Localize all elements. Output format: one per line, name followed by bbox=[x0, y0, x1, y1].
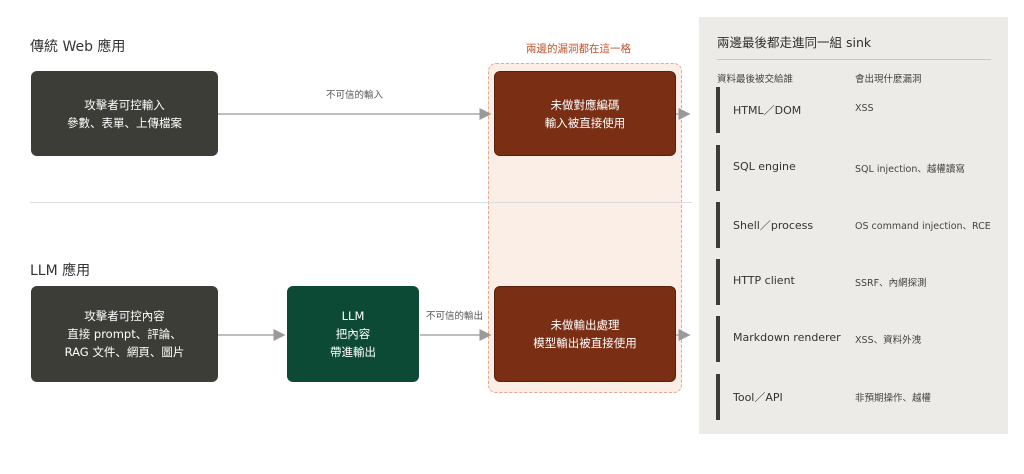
sink-vuln: XSS、資料外洩 bbox=[855, 335, 922, 346]
llm-edge-label: 不可信的輸出 bbox=[426, 311, 484, 322]
section-divider bbox=[30, 202, 692, 203]
llm-model-line2: 把內容 bbox=[335, 327, 371, 341]
traditional-input-line1: 攻擊者可控輸入 bbox=[84, 97, 165, 112]
traditional-sink-line1: 未做對應編碼 bbox=[550, 97, 620, 112]
llm-model-line3: 帶進輸出 bbox=[330, 345, 376, 359]
sink-vuln: XSS bbox=[855, 103, 874, 114]
traditional-sink-box: 未做對應編碼 輸入被直接使用 bbox=[494, 71, 676, 156]
llm-sink-line1: 未做輸出處理 bbox=[550, 318, 620, 332]
llm-input-box: 攻擊者可控內容 直接 prompt、評論、 RAG 文件、網頁、圖片 bbox=[31, 286, 218, 382]
sink-name: HTTP client bbox=[733, 274, 795, 287]
sink-row-marker bbox=[716, 145, 720, 191]
traditional-section-title: 傳統 Web 應用 bbox=[30, 39, 126, 55]
traditional-edge-label: 不可信的輸入 bbox=[326, 90, 384, 101]
sink-row-marker bbox=[716, 316, 720, 362]
sink-panel-rule bbox=[717, 59, 991, 60]
sink-vuln: OS command injection、RCE bbox=[855, 221, 991, 232]
llm-input-line3: RAG 文件、網頁、圖片 bbox=[64, 345, 185, 359]
llm-section-title: LLM 應用 bbox=[30, 263, 91, 279]
llm-input-line1: 攻擊者可控內容 bbox=[84, 309, 165, 323]
sink-name: Shell／process bbox=[733, 219, 814, 232]
llm-sink-line2: 模型輸出被直接使用 bbox=[533, 336, 637, 350]
sink-row-marker bbox=[716, 87, 720, 133]
sink-name: HTML／DOM bbox=[733, 104, 802, 117]
highlight-title: 兩邊的漏洞都在這一格 bbox=[526, 43, 631, 55]
sink-panel bbox=[699, 17, 1008, 434]
llm-input-line2: 直接 prompt、評論、 bbox=[67, 327, 182, 341]
traditional-input-line2: 參數、表單、上傳檔案 bbox=[67, 115, 182, 130]
llm-model-box: LLM 把內容 帶進輸出 bbox=[287, 286, 419, 382]
sink-name: SQL engine bbox=[733, 160, 796, 173]
vuln-column-header: 會出現什麼漏洞 bbox=[855, 74, 922, 85]
sink-panel-title: 兩邊最後都走進同一組 sink bbox=[717, 35, 872, 50]
llm-model-line1: LLM bbox=[341, 309, 365, 323]
sink-name: Tool／API bbox=[733, 391, 783, 404]
sink-row-marker bbox=[716, 202, 720, 248]
llm-sink-box: 未做輸出處理 模型輸出被直接使用 bbox=[494, 286, 676, 382]
sink-vuln: SSRF、內網探測 bbox=[855, 278, 927, 289]
sink-vuln: SQL injection、越權讀寫 bbox=[855, 164, 965, 175]
sink-name: Markdown renderer bbox=[733, 331, 841, 344]
sink-row-marker bbox=[716, 259, 720, 305]
sink-vuln: 非預期操作、越權 bbox=[855, 393, 932, 404]
traditional-sink-line2: 輸入被直接使用 bbox=[544, 115, 626, 130]
sink-column-header: 資料最後被交給誰 bbox=[717, 74, 794, 85]
traditional-input-box: 攻擊者可控輸入 參數、表單、上傳檔案 bbox=[31, 71, 218, 156]
sink-row-marker bbox=[716, 374, 720, 420]
